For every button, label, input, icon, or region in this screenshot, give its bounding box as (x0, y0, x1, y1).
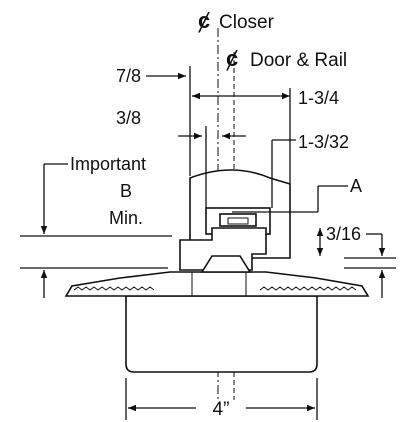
dim-4in-label: 4” (213, 399, 230, 420)
dim-7-8-label: 7/8 (116, 66, 141, 86)
spindle-cap (200, 255, 252, 273)
cl-symbol-door-rail: ȼ (226, 46, 238, 71)
dim-3-16-label: 3/16 (326, 224, 361, 244)
important-label: Important (70, 154, 146, 174)
arm-insert-detail (227, 217, 249, 225)
cl-symbol-closer: ȼ (198, 8, 210, 33)
a-label: A (350, 176, 362, 196)
cover-plate-serration (73, 286, 357, 291)
closer-label: Closer (219, 12, 275, 33)
cover-plate (64, 271, 370, 297)
closer-body (125, 295, 318, 373)
dim-1-3-4-label: 1-3/4 (298, 88, 339, 108)
door-rail-label: Door & Rail (250, 50, 347, 71)
dim-3-8-label: 3/8 (116, 108, 141, 128)
min-label: Min. (109, 208, 143, 228)
dim-1-3-32-label: 1-3/32 (298, 132, 349, 152)
b-label: B (120, 181, 132, 201)
arm-insert (219, 213, 257, 227)
